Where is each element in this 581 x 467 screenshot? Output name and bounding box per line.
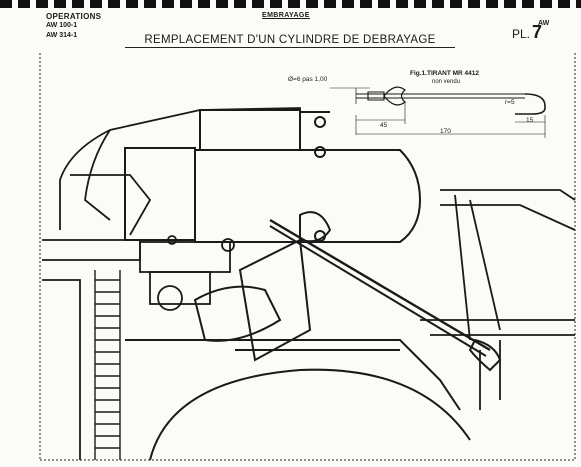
dimension-45: 45 xyxy=(380,122,388,129)
release-lever xyxy=(193,211,502,372)
model-code: AW 100-1 xyxy=(46,22,78,29)
tie-rod-detail xyxy=(330,86,546,138)
operations-label: OPERATIONS xyxy=(46,12,102,21)
chassis-members xyxy=(420,189,576,410)
bell-housing xyxy=(125,339,471,461)
plate-label: PL. xyxy=(512,27,531,41)
dimension-15: 15 xyxy=(526,117,534,124)
plate-number-block: PL.7 xyxy=(512,22,542,43)
page-title: REMPLACEMENT D'UN CYLINDRE DE DEBRAYAGE xyxy=(125,34,455,48)
plate-prefix: AW xyxy=(538,20,550,27)
dimension-radius: r=5 xyxy=(505,99,515,106)
section-label: EMBRAYAGE xyxy=(262,12,310,19)
figure-subcaption: non vendu xyxy=(432,79,461,85)
flywheel-ring-gear xyxy=(42,270,121,460)
cylinder-body xyxy=(124,109,422,243)
plate-number: 7 xyxy=(532,22,543,42)
engine-housing xyxy=(42,107,301,261)
dimension-170: 170 xyxy=(440,128,451,135)
figure-caption: Fig.1.TIRANT MR 4412 xyxy=(410,70,479,77)
model-code: AW 314-1 xyxy=(46,32,78,39)
perforation-strip xyxy=(0,0,581,8)
cylinder-bracket xyxy=(139,235,235,311)
dimension-thread: Ø=6 pas 1,00 xyxy=(288,76,328,83)
